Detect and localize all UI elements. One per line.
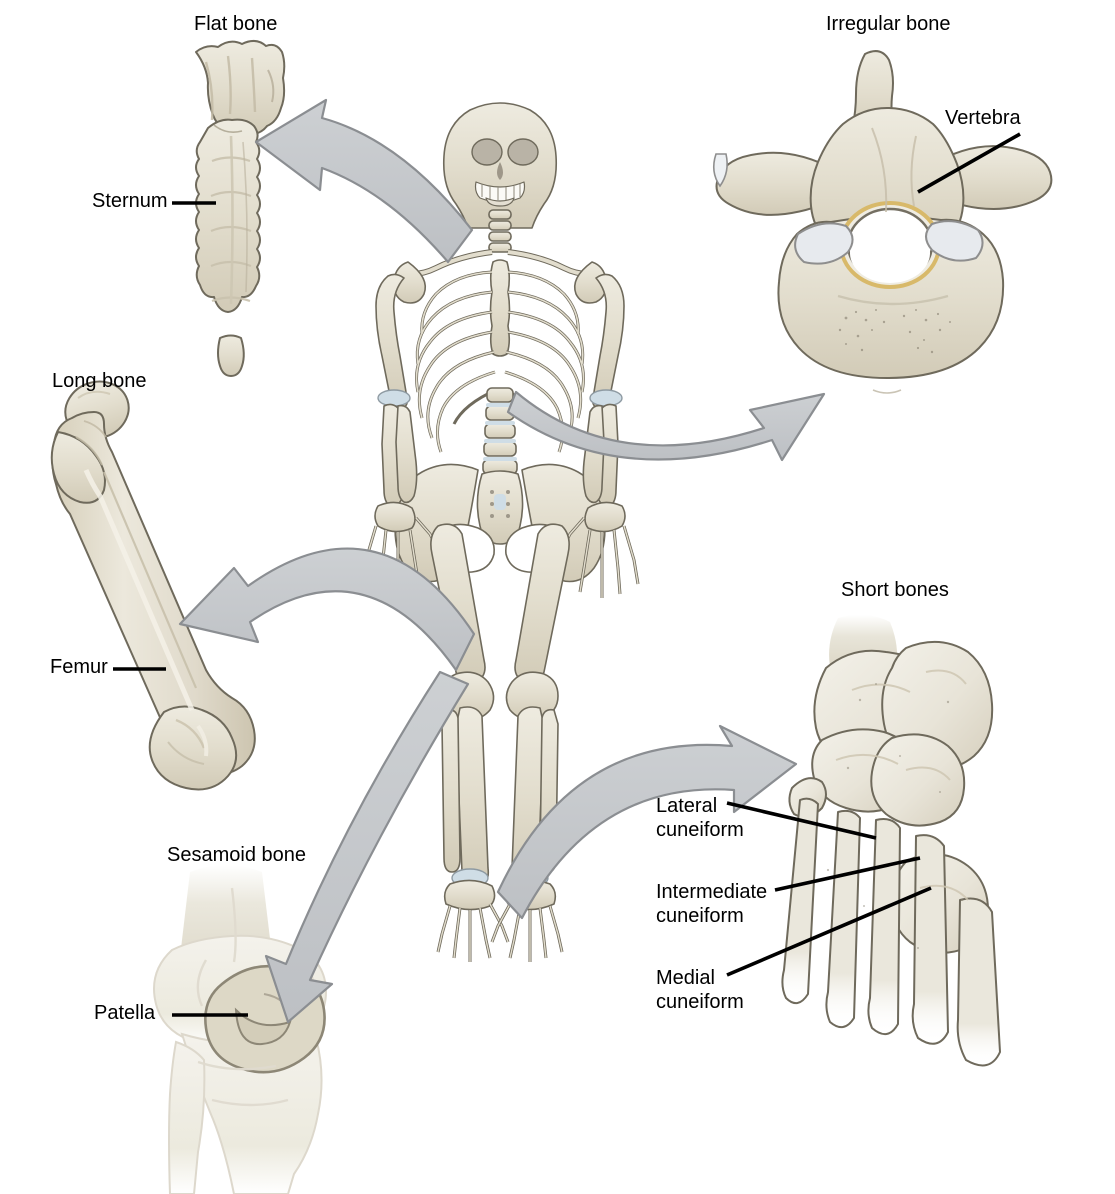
leader-intermediate-cuneiform: [774, 856, 921, 892]
label-intermediate-cuneiform: Intermediate cuneiform: [656, 880, 767, 928]
panel-title-long-bone: Long bone: [52, 370, 147, 392]
label-lateral-cuneiform: Lateral cuneiform: [656, 794, 744, 842]
knee-patella-illustration: [153, 865, 328, 1194]
label-lateral-cuneiform-line2: cuneiform: [656, 819, 744, 841]
label-medial-cuneiform-line2: cuneiform: [656, 991, 744, 1013]
label-intermediate-cuneiform-line2: cuneiform: [656, 905, 744, 927]
panel-title-sesamoid-bone: Sesamoid bone: [167, 844, 306, 866]
arrow-skeleton-to-vertebra: [506, 390, 826, 462]
panel-title-irregular-bone: Irregular bone: [826, 13, 951, 35]
leader-vertebra: [917, 132, 1021, 194]
arrow-skeleton-to-sternum: [254, 98, 474, 264]
label-sternum: Sternum: [92, 190, 168, 212]
sternum-illustration: [195, 40, 286, 377]
arrow-skeleton-to-femur: [178, 547, 476, 672]
femur-illustration: [50, 380, 256, 791]
label-intermediate-cuneiform-line1: Intermediate: [656, 881, 768, 903]
vertebra-illustration: [712, 50, 1053, 394]
label-lateral-cuneiform-line1: Lateral: [656, 795, 718, 817]
connector-arrows: [178, 98, 826, 1024]
skeleton-illustration: [360, 102, 640, 962]
arrow-skeleton-to-patella: [264, 670, 470, 1024]
leader-lines: [113, 132, 1021, 1017]
label-vertebra: Vertebra: [945, 107, 1021, 129]
leader-medial-cuneiform: [726, 886, 932, 977]
foot-tarsals-illustration: [781, 614, 1001, 1067]
panel-title-short-bones: Short bones: [841, 579, 949, 601]
panel-title-flat-bone: Flat bone: [194, 13, 278, 35]
label-femur: Femur: [50, 656, 108, 678]
leader-lateral-cuneiform: [726, 801, 877, 840]
label-patella: Patella: [94, 1002, 156, 1024]
label-medial-cuneiform-line1: Medial: [656, 967, 715, 989]
arrow-skeleton-to-tarsals: [496, 724, 798, 920]
label-medial-cuneiform: Medial cuneiform: [656, 966, 744, 1014]
